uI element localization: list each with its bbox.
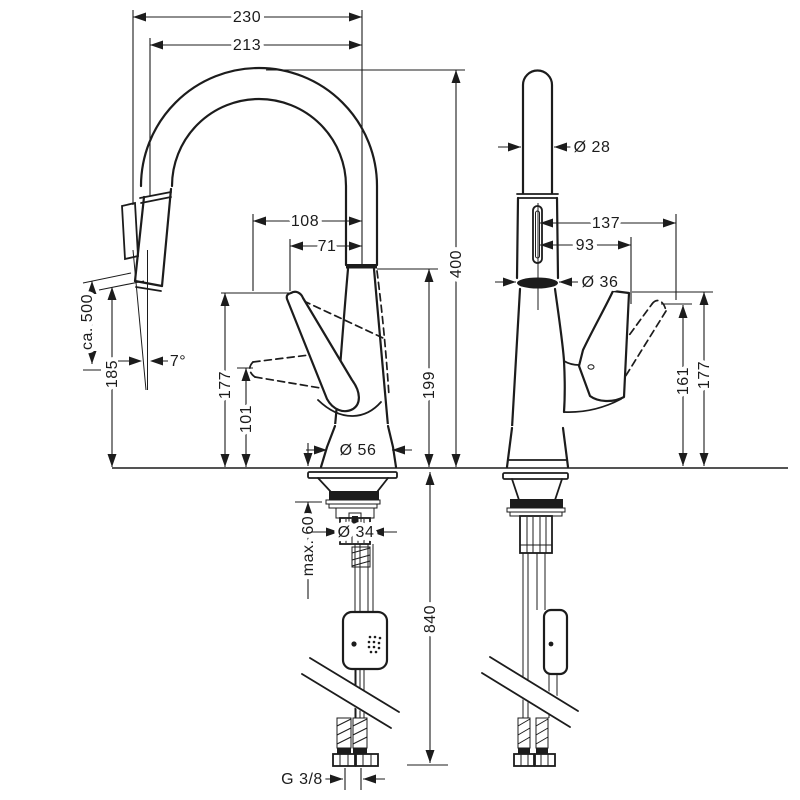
dim-pullout-hose-extension: ca. 500 <box>75 272 132 371</box>
dim-spray-head-height: 185 <box>98 280 145 467</box>
dim-max-deck-thickness: max. 60 <box>295 443 322 599</box>
front-break-line <box>301 673 392 729</box>
dim-label-collar-diameter: Ø 36 <box>582 274 619 291</box>
front-valve-vent-holes <box>367 635 382 654</box>
dim-label-overall-height: 400 <box>448 250 465 278</box>
side-spout-column <box>515 69 560 310</box>
front-spray-head <box>121 187 173 292</box>
dim-label-max-deck-thickness: max. 60 <box>300 516 317 576</box>
side-dimensions: Ø 28 137 93 Ø 36 161 177 <box>495 135 717 466</box>
front-break-line <box>309 657 400 713</box>
dim-base-diameter: Ø 56 <box>306 438 412 463</box>
front-view <box>121 66 402 767</box>
dim-handle-tip-reach: 137 <box>540 211 677 300</box>
dim-label-shank-diameter: Ø 34 <box>338 524 375 541</box>
dim-handle-grip-height: 101 <box>234 367 259 467</box>
dim-handle-reach-side: 93 <box>540 233 632 304</box>
dim-spout-diameter: Ø 28 <box>498 135 614 160</box>
dim-label-handle-reach-side: 93 <box>576 237 595 254</box>
dim-handle-raised-height: 161 <box>661 303 696 466</box>
dim-spray-head-angle: 7° <box>118 249 190 391</box>
dim-label-spout-diameter: Ø 28 <box>574 139 611 156</box>
dim-shank-diameter: Ø 34 <box>311 520 397 545</box>
dim-collar-diameter: Ø 36 <box>495 270 622 295</box>
side-hose-nut <box>534 753 556 767</box>
dim-supply-connection-thread: G 3/8 <box>277 767 385 792</box>
dim-label-pullout-hose-extension: ca. 500 <box>79 294 96 350</box>
dim-hose-length-below-deck: 840 <box>407 472 448 766</box>
side-break-line <box>481 672 571 728</box>
dim-label-spray-head-angle: 7° <box>170 353 186 370</box>
side-handle-screw <box>587 364 595 370</box>
side-handle-lever <box>577 289 631 403</box>
dim-label-handle-grip-height: 101 <box>238 405 255 433</box>
dim-overall-height: 400 <box>266 69 469 467</box>
dim-label-handle-tip-height-side: 177 <box>696 361 713 389</box>
dim-label-handle-reach-outer: 108 <box>291 213 319 230</box>
dim-label-spout-reach: 213 <box>233 37 261 54</box>
dim-label-supply-connection-thread: G 3/8 <box>281 771 323 788</box>
dim-handle-tip-height-side: 177 <box>632 291 717 466</box>
dim-label-spout-outlet-height: 199 <box>421 371 438 399</box>
dim-label-spray-head-height: 185 <box>104 360 121 388</box>
dim-label-handle-raised-height: 161 <box>675 367 692 395</box>
dim-label-handle-tip-height-front: 177 <box>217 371 234 399</box>
dim-overall-width: 230 <box>132 5 363 268</box>
front-dimensions: 230 213 ca. 500 185 7° 108 <box>75 5 469 792</box>
dim-label-handle-tip-reach: 137 <box>592 215 620 232</box>
front-check-valve <box>341 610 389 671</box>
dim-label-base-diameter: Ø 56 <box>340 442 377 459</box>
dim-label-overall-width: 230 <box>233 9 261 26</box>
front-hose-nut <box>332 753 356 767</box>
dim-handle-reach-inner: 71 <box>289 234 362 291</box>
side-undercounter-assembly <box>471 472 581 767</box>
dim-handle-reach-outer: 108 <box>252 209 362 291</box>
side-collar-seal <box>517 277 558 289</box>
side-hose-nut <box>513 753 535 767</box>
front-spout-outline <box>139 66 379 269</box>
dim-label-handle-reach-inner: 71 <box>318 238 337 255</box>
dim-handle-tip-height-front: 177 <box>213 292 289 467</box>
side-check-valve <box>542 608 569 676</box>
side-break-line <box>489 656 579 712</box>
dim-spout-outlet-height: 199 <box>377 268 442 467</box>
front-hose-nut <box>355 753 379 767</box>
side-view <box>471 69 667 767</box>
dim-label-hose-length-below-deck: 840 <box>422 605 439 633</box>
front-handle-lever <box>285 290 360 413</box>
front-undercounter-assembly <box>291 471 402 767</box>
dim-spout-reach: 213 <box>149 33 362 196</box>
